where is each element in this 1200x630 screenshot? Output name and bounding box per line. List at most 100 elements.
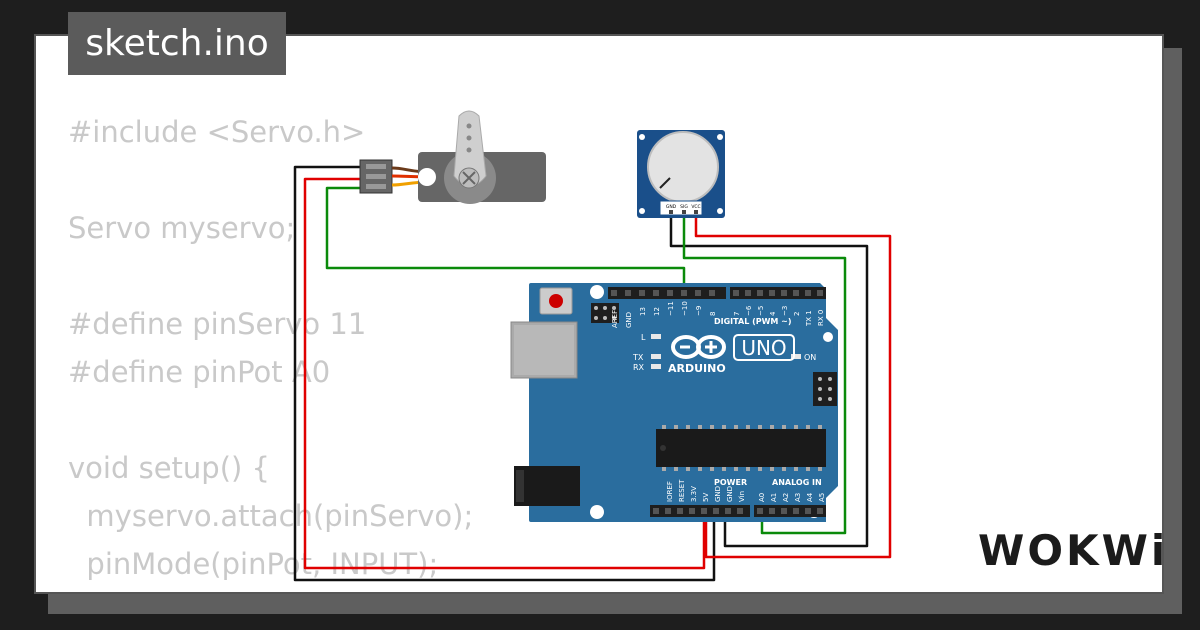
code-preview: #include <Servo.h> Servo myservo; #define … [68,108,473,588]
pin-label: 13 [639,307,647,316]
board-mount-hole [590,505,604,519]
pin-label: IOREF [666,481,674,502]
analog-header-title: ANALOG IN [772,478,822,487]
pin-label: 3.3V [690,486,698,502]
pin-label: GND [625,312,633,328]
pin-label: A5 [818,493,826,502]
board-model: UNO [741,336,786,360]
led-on [791,354,801,359]
pot-knob[interactable] [647,131,719,203]
led-rx [651,364,661,369]
power-pin-labels: IOREF RESET 3.3V 5V GND GND Vin [666,479,746,502]
led-rx-label: RX [633,363,645,372]
power-header[interactable] [650,505,750,517]
code-line: #define pinPot A0 [68,355,331,389]
pot-mount-hole [639,208,645,214]
file-tab[interactable]: sketch.ino [68,12,286,75]
pin-label: ~10 [681,301,689,316]
wokwi-logo: WOKWi [978,526,1169,575]
pin-label: ~5 [757,306,765,316]
pin-label: A4 [806,492,814,502]
pot-pin-sig-label: SIG [680,204,688,210]
power-header-title: POWER [714,478,747,487]
led-tx [651,354,661,359]
pin-label: Vin [738,491,746,502]
pot-pin-vcc-label: VCC [691,204,700,210]
servo-horn-hole [466,123,472,129]
pin-label: GND [714,486,722,502]
pot-mount-hole [717,208,723,214]
pot-pin[interactable] [669,210,673,214]
servo-connector-pin [366,174,386,179]
servo-connector-pin [366,164,386,169]
board-mount-hole [590,285,604,299]
pot-mount-hole [717,134,723,140]
wires [293,165,892,582]
code-line: #include <Servo.h> [68,115,366,149]
pot-pin[interactable] [694,210,698,214]
pot-pin[interactable] [682,210,686,214]
pot-pin-gnd-label: GND [666,204,677,210]
icsp-header-top [591,303,619,323]
wire-servo-signal[interactable] [325,186,686,292]
servo-screw-cross [462,171,476,185]
dc-power-jack [514,466,580,506]
arduino-uno-board[interactable]: AREF GND 13 12 ~11 ~10 ~9 8 7 ~6 ~5 4 ~3… [510,283,838,522]
servo-motor[interactable] [359,110,564,204]
code-line: myservo.attach(pinServo); [68,499,474,533]
pin-label: 12 [653,307,661,316]
microcontroller-chip [656,425,826,471]
arduino-logo-icon [671,335,726,359]
digital-header-right[interactable] [730,287,826,299]
wire-pot-gnd[interactable] [669,211,869,548]
pin-label: RESET [678,479,686,502]
potentiometer[interactable]: GND SIG VCC [637,130,725,218]
pin-label: A1 [770,493,778,502]
pin-label: GND [726,486,734,502]
servo-mount-hole [546,168,564,186]
pin-label: ~11 [667,301,675,316]
board-mount-hole [823,332,833,342]
code-line [68,252,473,300]
code-line: #define pinServo 11 [68,307,367,341]
led-l-label: L [641,333,646,342]
analog-pin-labels: A0 A1 A2 A3 A4 A5 [758,492,826,502]
pin-label: 7 [733,312,741,316]
pin-label: 4 [769,311,777,316]
servo-connector-pin [366,184,386,189]
pot-knob-indicator [659,177,671,189]
wire-pot-vcc[interactable] [694,211,892,559]
pin-label: 5V [702,493,710,502]
code-line: pinMode(pinPot, INPUT); [68,547,439,581]
pin-label: 2 [793,312,801,316]
wire-pot-signal[interactable] [682,211,847,535]
pin-label: ~9 [695,306,703,316]
digital-pin-labels: AREF GND 13 12 ~11 ~10 ~9 8 7 ~6 ~5 4 ~3… [611,301,825,328]
code-line: Servo myservo; [68,211,296,245]
pin-label: 8 [709,312,717,316]
digital-header-title: DIGITAL (PWM ~) [714,317,792,326]
pin-label: TX 1 [805,310,813,327]
wire-servo-vcc[interactable] [303,177,706,570]
pin-label: A3 [794,493,802,502]
reset-button-cap[interactable] [549,294,563,308]
led-tx-label: TX [632,353,644,362]
pin-label: A0 [758,493,766,502]
analog-header[interactable] [754,505,826,517]
led-l [651,334,661,339]
board-leds: L TX RX ON [632,333,816,372]
code-line: void setup() { [68,451,270,485]
pin-label: ~6 [745,305,753,316]
servo-horn-hole [466,147,472,153]
digital-header-left[interactable] [608,287,726,299]
pin-label: RX 0 [817,310,825,326]
usb-port-inner [514,325,574,375]
board-brand: ARDUINO [668,362,726,375]
servo-mount-hole [418,168,436,186]
pin-label: AREF [611,310,619,328]
icsp-header-right [813,372,837,406]
code-line [68,396,473,444]
pin-label: ~3 [781,306,789,316]
uno-badge [733,334,795,361]
